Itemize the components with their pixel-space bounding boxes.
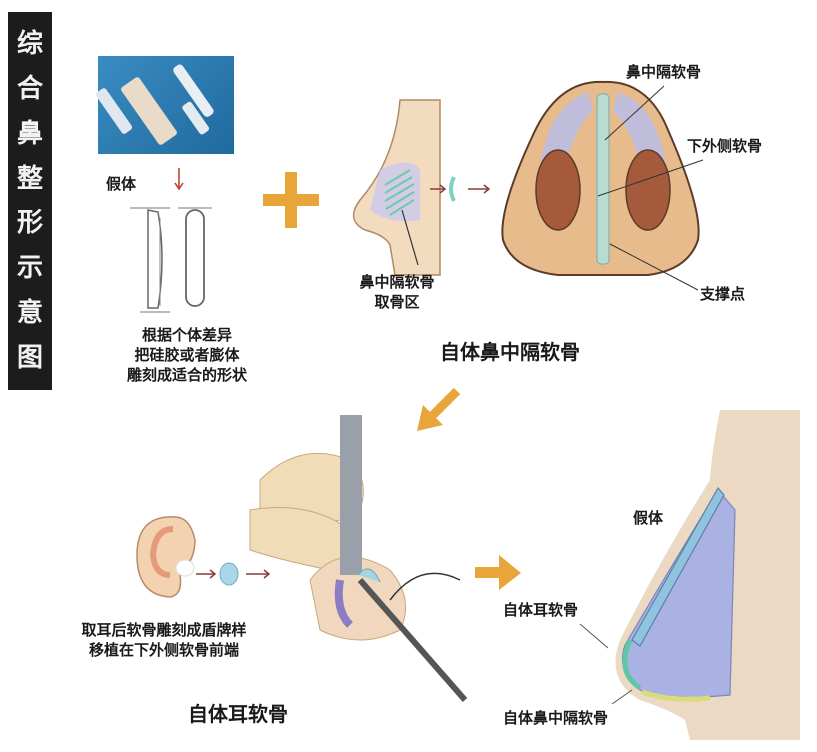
septal-cartilage-label: 鼻中隔软骨 (626, 63, 702, 81)
title-char: 合 (16, 74, 43, 105)
ear-cartilage-arrows-icon (196, 562, 271, 586)
vertical-title-bar: 综 合 鼻 整 形 示 意 图 (8, 12, 52, 390)
side-nose-septal-harvest (352, 99, 441, 276)
ear-caption: 取耳后软骨雕刻成盾牌样 移植在下外侧软骨前端 (44, 620, 284, 660)
implant-pieces-illustration (95, 64, 214, 145)
implant-label: 假体 (106, 175, 137, 193)
nose-base-leader-lines (597, 85, 704, 291)
title-char: 示 (16, 253, 43, 284)
implant-caption: 根据个体差异 把硅胶或者膨体 雕刻成适合的形状 (112, 325, 262, 385)
caption-line: 移植在下外侧软骨前端 (88, 641, 239, 659)
title-char: 形 (16, 208, 43, 239)
ear-cartilage-title: 自体耳软骨 (188, 702, 288, 726)
caption-line: 取耳后软骨雕刻成盾牌样 (81, 621, 247, 639)
title-char: 综 (16, 29, 43, 60)
plus-icon (263, 172, 319, 228)
caption-line: 根据个体差异 (141, 326, 232, 344)
title-char: 意 (16, 297, 43, 328)
right-arrow-icon (475, 555, 521, 590)
harvest-arrows-icon (430, 176, 491, 202)
support-point-label: 支撑点 (700, 285, 746, 303)
surgery-illustration (249, 415, 468, 702)
ear-illustration (136, 516, 196, 598)
septal-cartilage-caption: 自体鼻中隔软骨 (440, 340, 580, 364)
nose-base-view (501, 80, 700, 276)
implant-technical-drawing (130, 207, 212, 313)
implant-photo (95, 56, 234, 154)
result-ear-cartilage-label: 自体耳软骨 (503, 601, 579, 619)
title-char: 鼻 (16, 118, 43, 149)
caption-line: 雕刻成适合的形状 (126, 366, 247, 384)
result-implant-label: 假体 (633, 509, 664, 527)
lower-lateral-cartilage-label: 下外侧软骨 (687, 137, 763, 155)
title-char: 整 (16, 163, 43, 194)
label-line: 鼻中隔软骨 (359, 273, 435, 291)
title-char: 图 (16, 342, 43, 373)
result-septal-cartilage-label: 自体鼻中隔软骨 (503, 709, 609, 727)
septal-harvest-label: 鼻中隔软骨 取骨区 (342, 272, 452, 312)
caption-line: 把硅胶或者膨体 (134, 346, 240, 364)
down-arrow-icon (174, 168, 184, 191)
result-profile-nose (615, 410, 800, 740)
label-line: 取骨区 (374, 293, 420, 311)
diagonal-arrow-icon (417, 387, 461, 431)
